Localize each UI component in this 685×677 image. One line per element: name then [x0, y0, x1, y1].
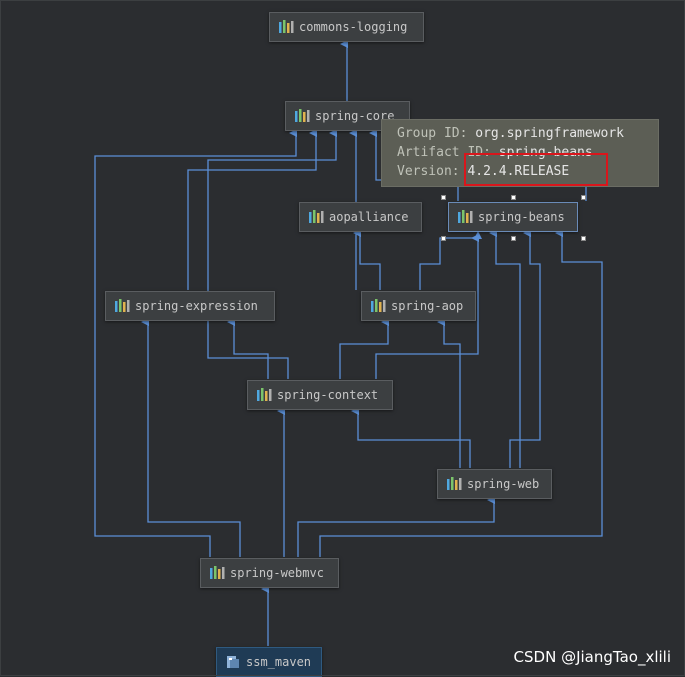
tooltip-artifact-row: Artifact ID: spring-beans [397, 143, 643, 162]
library-bars-icon [447, 477, 462, 490]
edge-context-beans [375, 234, 479, 379]
edge-context-core [207, 129, 337, 379]
node-spring-context[interactable]: spring-context [247, 380, 393, 410]
selection-handle[interactable] [511, 236, 516, 241]
node-label: aopalliance [329, 210, 409, 224]
selection-handle[interactable] [581, 236, 586, 241]
node-label: spring-core [315, 109, 395, 123]
node-aopalliance[interactable]: aopalliance [299, 202, 422, 232]
dependency-tooltip: Group ID: org.springframework Artifact I… [381, 119, 659, 187]
tooltip-artifact-value: spring-beans [498, 145, 593, 160]
node-commons-logging[interactable]: commons-logging [269, 12, 424, 42]
tooltip-version-row: Version: 4.2.4.RELEASE [397, 162, 643, 181]
node-spring-web[interactable]: spring-web [437, 469, 552, 499]
node-label: spring-beans [478, 210, 565, 224]
selection-handle[interactable] [441, 195, 446, 200]
selection-handle[interactable] [441, 236, 446, 241]
library-bars-icon [295, 109, 310, 122]
node-spring-expression[interactable]: spring-expression [105, 291, 275, 321]
node-label: commons-logging [299, 20, 408, 34]
library-bars-icon [279, 20, 294, 33]
selection-handle[interactable] [511, 195, 516, 200]
node-label: spring-aop [391, 299, 464, 313]
tooltip-artifact-label: Artifact ID: [397, 145, 499, 160]
edge-webmvc-beans [319, 229, 603, 557]
node-ssm-maven[interactable]: ssm_maven [216, 647, 322, 677]
selection-handle[interactable] [581, 195, 586, 200]
library-bars-icon [458, 210, 473, 223]
edge-expression-core [187, 129, 317, 290]
tooltip-group-label: Group ID: [397, 126, 476, 141]
edge-webmvc-expression [141, 318, 241, 557]
tooltip-version-value: 4.2.4.RELEASE [467, 164, 570, 179]
node-spring-aop[interactable]: spring-aop [361, 291, 476, 321]
edge-webmvc-web [297, 496, 495, 557]
library-bars-icon [115, 299, 130, 312]
edge-aop-beans [419, 231, 482, 290]
node-label: spring-expression [135, 299, 258, 313]
tooltip-version-label: Version: [397, 164, 468, 179]
watermark: CSDN @JiangTao_xlili [513, 648, 671, 666]
node-label: ssm_maven [246, 655, 312, 669]
edge-web-beans [489, 229, 521, 468]
edge-context-expression [227, 318, 269, 379]
edge-webmvc-core [94, 129, 297, 557]
edge-aop-aopalliance [353, 229, 381, 290]
tooltip-group-value: org.springframework [475, 126, 624, 141]
edge-web-core [509, 229, 541, 468]
library-bars-icon [210, 566, 225, 579]
node-spring-beans[interactable]: spring-beans [448, 202, 578, 232]
edge-web-context [351, 407, 471, 468]
library-bars-icon [371, 299, 386, 312]
edge-context-aop [339, 318, 389, 379]
node-label: spring-web [467, 477, 540, 491]
maven-module-icon [227, 656, 239, 668]
node-label: spring-webmvc [230, 566, 324, 580]
tooltip-group-row: Group ID: org.springframework [397, 124, 643, 143]
library-bars-icon [309, 210, 324, 223]
edge-web-aop [437, 318, 461, 468]
node-spring-webmvc[interactable]: spring-webmvc [200, 558, 339, 588]
library-bars-icon [257, 388, 272, 401]
node-label: spring-context [277, 388, 379, 402]
